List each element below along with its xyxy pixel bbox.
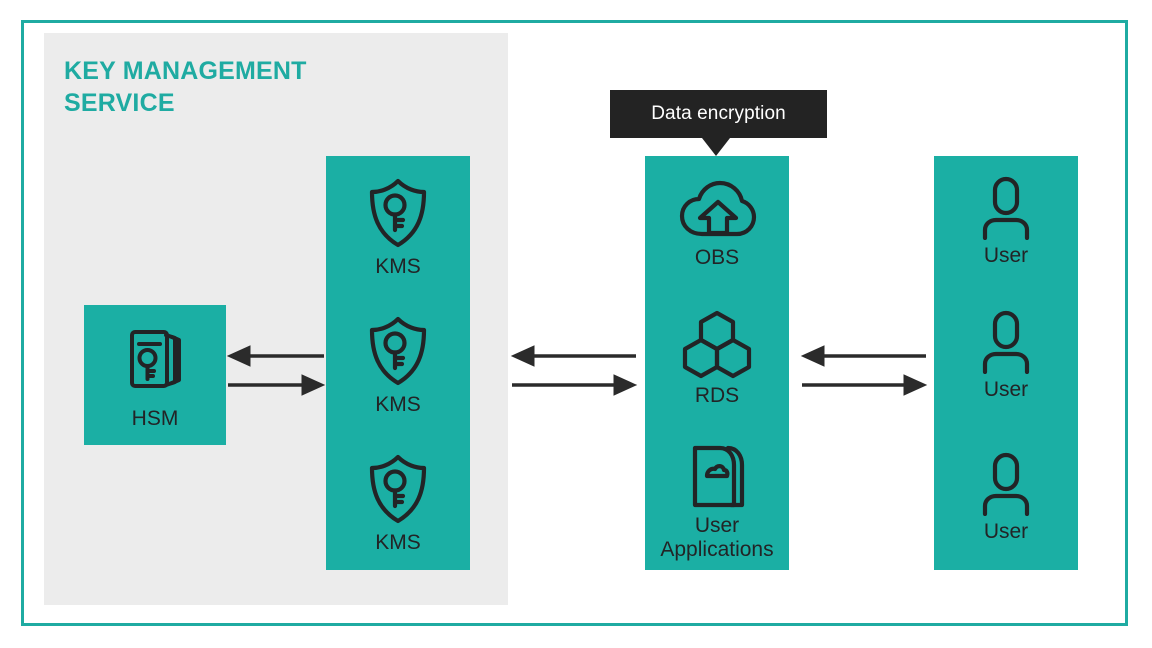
kms-label-3: KMS [375,531,421,554]
rds-label: RDS [694,384,740,407]
hsm-box [84,305,226,445]
user-node-2: User [934,310,1078,402]
connection-hsm-kms [226,344,326,396]
data-encryption-callout: Data encryption [610,90,827,138]
hexagons-icon [680,310,754,380]
documents-cloud-icon [685,444,749,510]
user-icon [973,176,1039,241]
shield-key-icon [362,175,434,251]
arrow-right-icon [802,374,928,396]
callout-pointer-icon [702,138,730,156]
hsm-node: HSM [84,322,226,431]
user-icon [973,310,1039,375]
callout-label: Data encryption [651,103,786,124]
arrow-right-icon [228,374,326,396]
user-applications-label: User Applications [660,514,774,561]
user-applications-node: User Applications [645,444,789,561]
user-label-3: User [983,520,1029,543]
kms-node-2: KMS [326,313,470,417]
connection-services-users [800,344,928,396]
arrow-left-icon [510,345,636,367]
user-icon [973,452,1039,517]
shield-key-icon [362,451,434,527]
arrow-right-icon [512,374,638,396]
users-column [934,156,1078,570]
arrow-left-icon [800,345,926,367]
kms-node-3: KMS [326,451,470,555]
kms-label-2: KMS [375,393,421,416]
user-node-3: User [934,452,1078,544]
hsm-key-cards-icon [118,322,192,401]
user-node-1: User [934,176,1078,268]
kms-node-1: KMS [326,175,470,279]
obs-label: OBS [694,246,740,269]
user-label-1: User [983,244,1029,267]
connection-kms-services [510,344,638,396]
cloud-upload-icon [677,180,757,242]
arrow-left-icon [226,345,324,367]
shield-key-icon [362,313,434,389]
rds-node: RDS [645,310,789,408]
kms-label-1: KMS [375,255,421,278]
user-label-2: User [983,378,1029,401]
obs-node: OBS [645,180,789,270]
hsm-label: HSM [131,407,179,430]
panel-title: KEY MANAGEMENT SERVICE [64,57,307,117]
